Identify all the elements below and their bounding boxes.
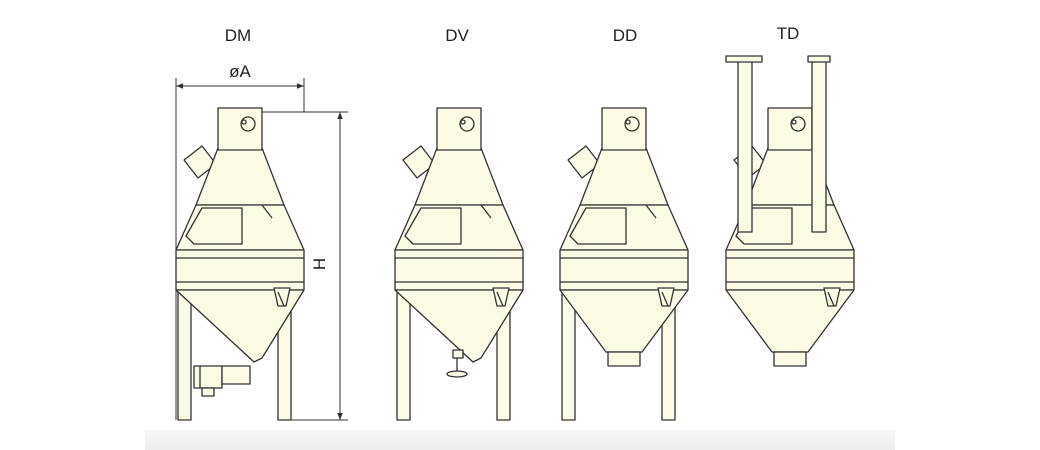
hopper-cone	[394, 289, 524, 363]
hopper-cone	[559, 289, 689, 353]
mixer-unit-dd	[559, 107, 689, 421]
label-td: TD	[776, 24, 800, 43]
drive-pulley-icon	[240, 116, 256, 132]
drive-bolt-icon	[791, 119, 797, 125]
pipe-cap-left	[725, 55, 763, 63]
mixer-unit-dm	[175, 107, 305, 421]
mixer-unit-dv	[394, 107, 524, 421]
drum-band	[725, 249, 855, 291]
drum-band	[559, 249, 689, 291]
hopper-cone	[725, 289, 855, 353]
drive-bolt-icon	[625, 119, 631, 125]
drive-bolt-icon	[460, 119, 466, 125]
motor-body	[193, 365, 223, 389]
drum-band	[175, 249, 305, 291]
inspection-window	[185, 207, 243, 245]
height-dimension	[262, 111, 348, 421]
discharge-spout	[773, 351, 807, 367]
valve-body	[452, 349, 464, 359]
label-dm: DM	[224, 26, 252, 45]
leg-left	[177, 289, 192, 421]
motor-foot	[201, 387, 215, 397]
bracket-line	[277, 291, 285, 307]
hopper-cone	[175, 289, 305, 363]
discharge-spout	[607, 351, 641, 367]
feed-pipe-right	[811, 59, 827, 233]
drive-bolt-icon	[241, 119, 247, 125]
bracket-line	[827, 291, 835, 307]
label-diameter: øA	[229, 62, 251, 81]
dome-seam	[261, 204, 273, 219]
drive-head	[436, 107, 482, 151]
drive-head	[601, 107, 647, 151]
dome-seam	[645, 204, 657, 219]
inspection-window	[404, 207, 462, 245]
mixer-unit-td	[725, 55, 855, 367]
drum-band	[394, 249, 524, 291]
gearbox	[221, 365, 251, 385]
inspection-window	[569, 207, 627, 245]
floor-shadow	[145, 430, 895, 450]
bracket-line	[661, 291, 669, 307]
drive-pulley-icon	[790, 116, 806, 132]
dome-seam	[480, 204, 492, 219]
bracket-line	[496, 291, 504, 307]
drive-pulley-icon	[459, 116, 475, 132]
feed-pipe-left	[737, 59, 753, 233]
pipe-cap-right	[807, 55, 831, 63]
label-dv: DV	[445, 26, 469, 45]
drive-pulley-icon	[624, 116, 640, 132]
diameter-dimension	[175, 78, 305, 420]
label-dd: DD	[612, 26, 638, 45]
leg-left	[396, 289, 411, 421]
label-height: H	[310, 257, 329, 271]
drive-head	[217, 107, 263, 151]
valve-handwheel	[446, 370, 468, 378]
drive-head	[767, 107, 813, 151]
leg-left	[561, 289, 576, 421]
